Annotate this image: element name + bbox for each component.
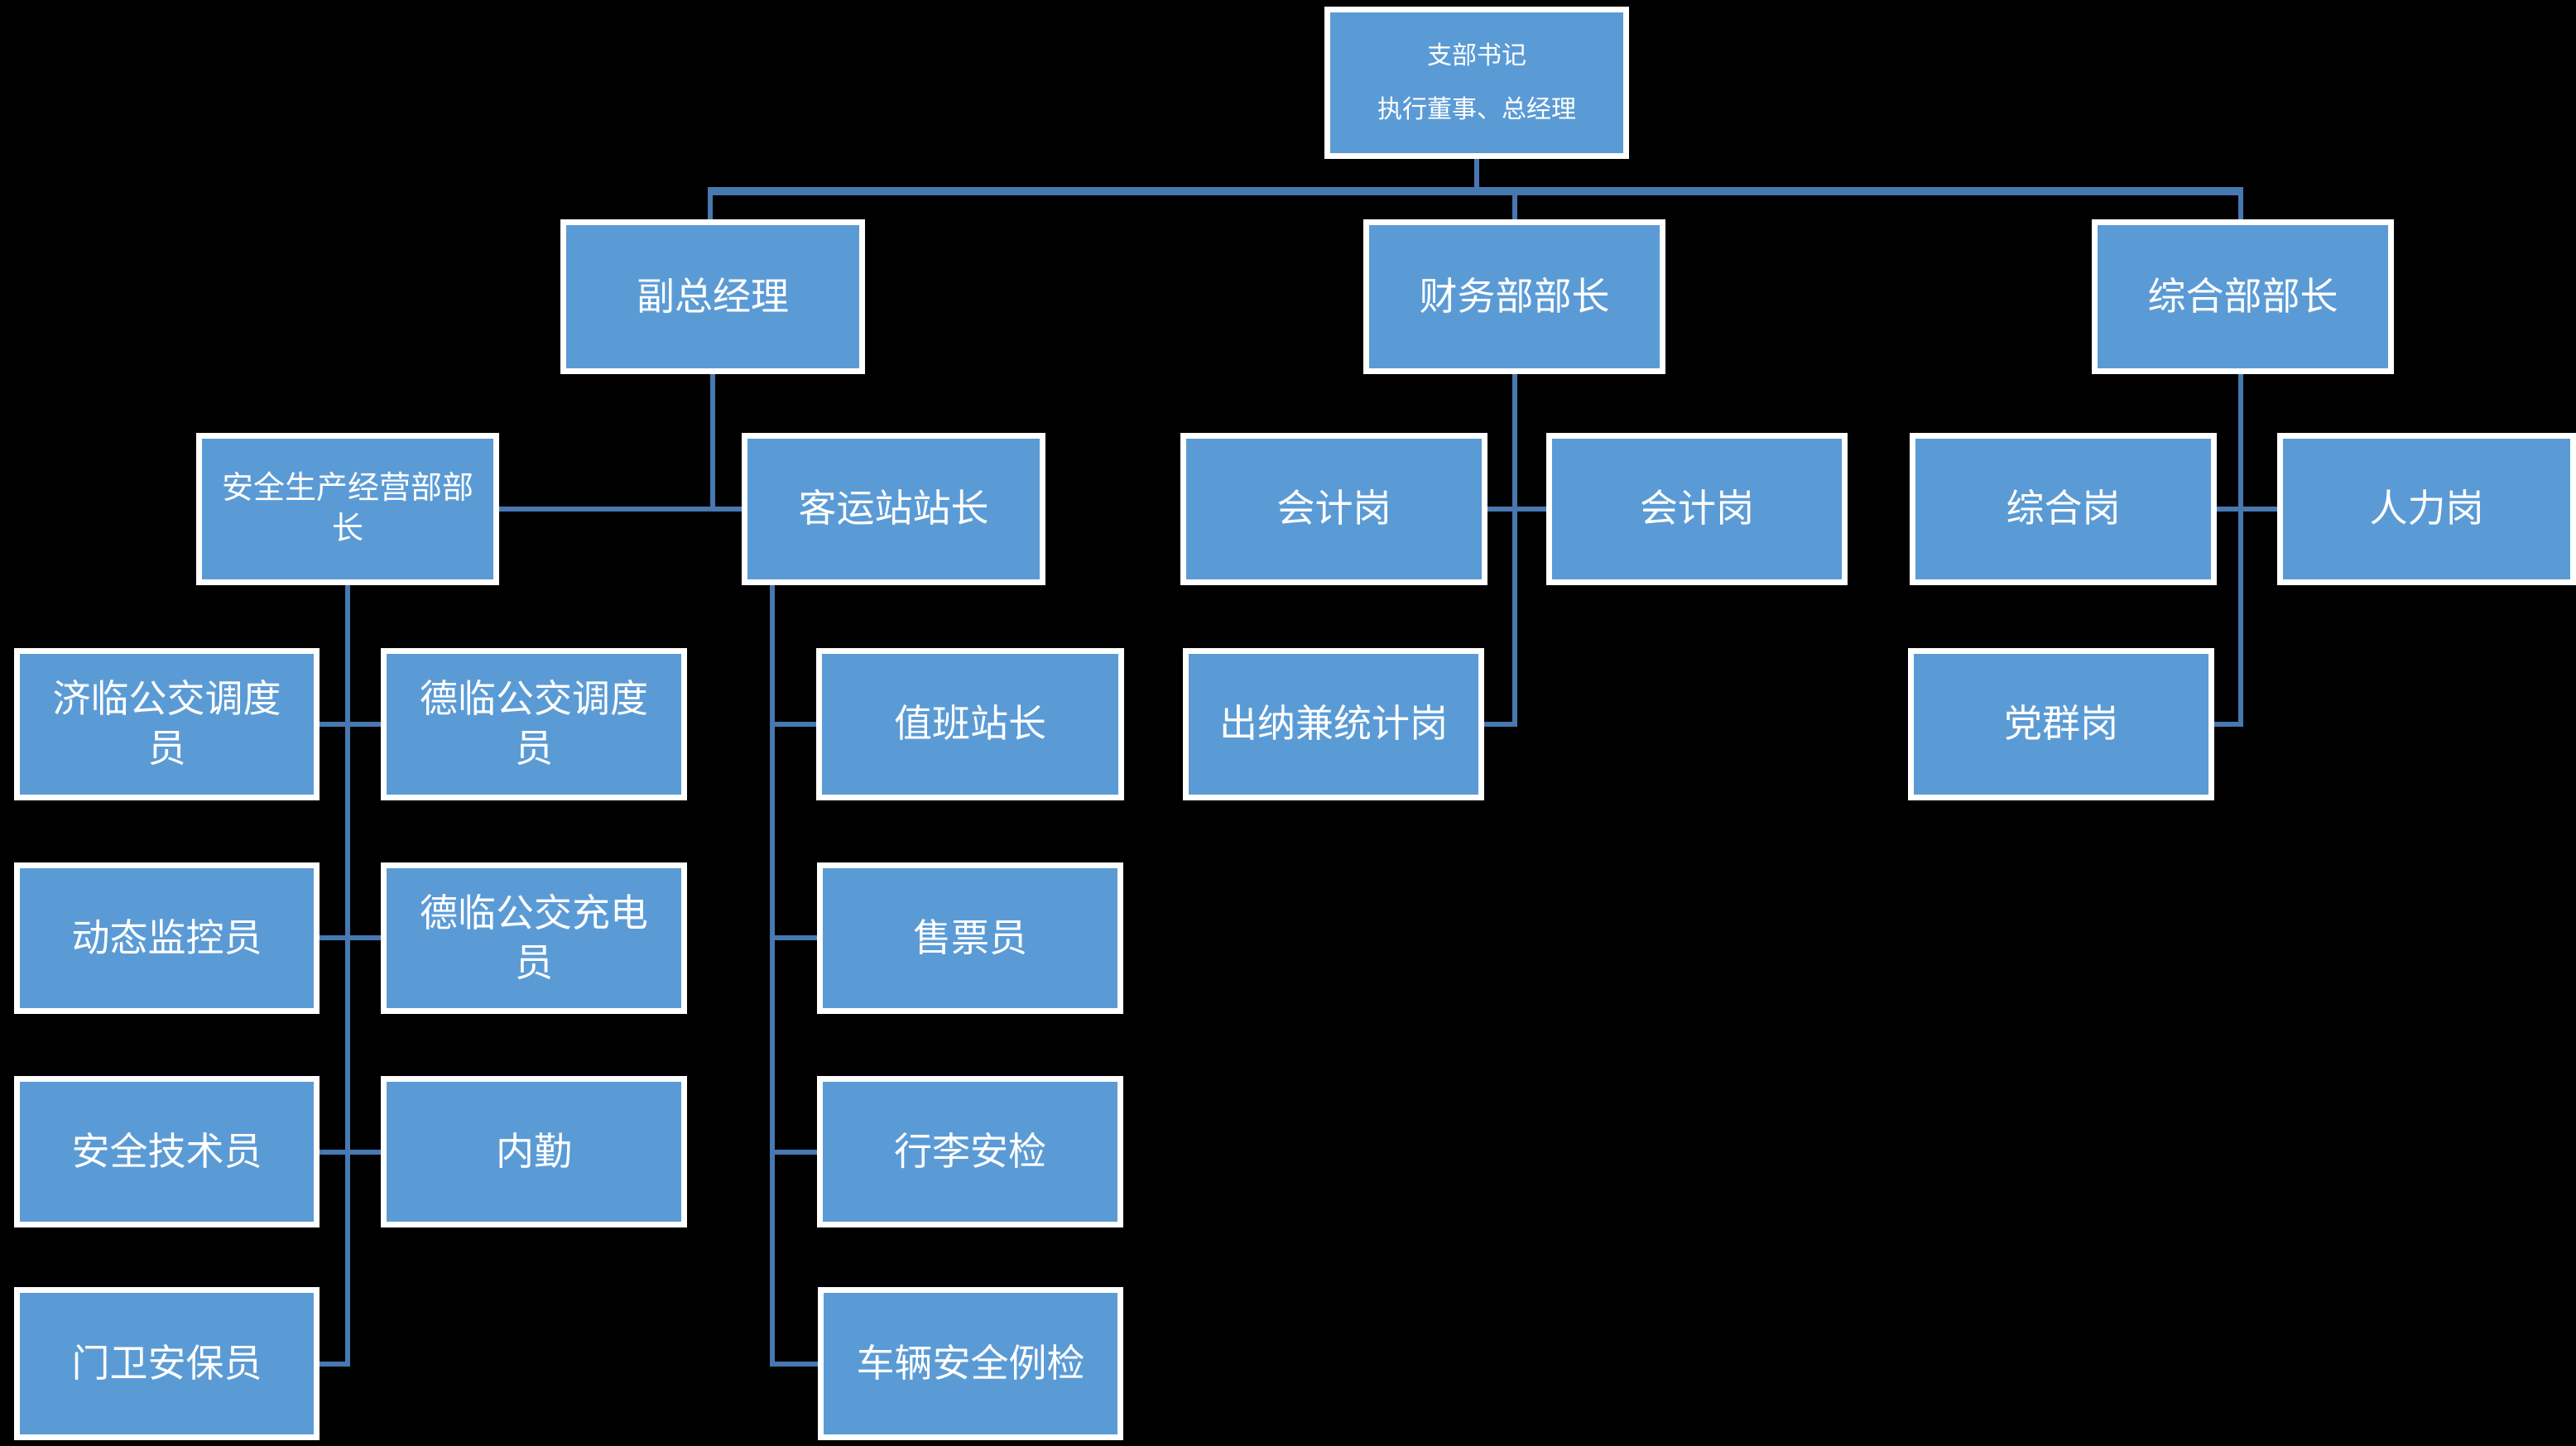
connector-safety-station xyxy=(499,507,742,512)
org-node-label: 售票员 xyxy=(913,915,1027,959)
org-node-delin-bus-dispatcher[interactable]: 德临公交调度员 xyxy=(381,648,687,800)
org-node-label: 出纳兼统计岗 xyxy=(1219,702,1448,746)
org-node-gate-guard[interactable]: 门卫安保员 xyxy=(14,1287,320,1440)
org-node-general-head[interactable]: 综合部部长 xyxy=(2092,219,2394,374)
org-node-label: 综合岗 xyxy=(2006,487,2121,531)
org-node-label: 德临公交调度员 xyxy=(420,677,648,770)
connector-station-spine xyxy=(770,585,775,1367)
org-node-label: 支部书记 xyxy=(1427,42,1526,70)
connector-deputy-down xyxy=(710,374,715,512)
connector-safety-row2 xyxy=(320,935,381,940)
org-node-baggage-security[interactable]: 行李安检 xyxy=(817,1076,1123,1227)
org-node-label: 客运站站长 xyxy=(798,487,989,531)
connector-party-elbow xyxy=(2214,722,2243,727)
org-node-label: 安全生产经营部部长 xyxy=(221,470,473,546)
org-node-office-staff[interactable]: 内勤 xyxy=(381,1076,687,1227)
org-node-label: 党群岗 xyxy=(2004,702,2118,746)
org-node-label: 人力岗 xyxy=(2369,487,2484,531)
connector-general-spine xyxy=(2238,374,2243,727)
connector-cashier-elbow xyxy=(1484,722,1517,727)
org-node-safety-dept-head[interactable]: 安全生产经营部部长 xyxy=(196,433,499,585)
org-node-label: 行李安检 xyxy=(894,1129,1046,1173)
org-node-finance-head[interactable]: 财务部部长 xyxy=(1363,219,1665,374)
org-node-general-post[interactable]: 综合岗 xyxy=(1910,433,2217,585)
org-node-delin-bus-charger[interactable]: 德临公交充电员 xyxy=(381,862,687,1014)
org-node-label: 财务部部长 xyxy=(1419,274,1610,318)
connector-drop-deputy xyxy=(708,190,713,219)
connector-top-bar xyxy=(708,187,2243,195)
org-node-label: 综合部部长 xyxy=(2147,274,2338,318)
connector-safety-row1 xyxy=(320,722,381,727)
connector-safety-row4 xyxy=(320,1362,350,1367)
org-node-label: 值班站长 xyxy=(894,702,1046,746)
connector-safety-row3 xyxy=(320,1150,381,1155)
connector-station-row3 xyxy=(770,1150,819,1155)
org-node-cashier-statistics[interactable]: 出纳兼统计岗 xyxy=(1183,648,1484,800)
org-node-label: 会计岗 xyxy=(1276,487,1391,531)
org-node-party-group-post[interactable]: 党群岗 xyxy=(1908,648,2214,800)
org-node-duty-station-master[interactable]: 值班站长 xyxy=(816,648,1124,800)
org-node-accounting-1[interactable]: 会计岗 xyxy=(1180,433,1487,585)
org-node-label: 济临公交调度员 xyxy=(52,677,281,770)
connector-accounting-pair xyxy=(1487,507,1546,512)
org-node-label: 执行董事、总经理 xyxy=(1377,96,1576,123)
connector-root-drop xyxy=(1474,157,1479,194)
org-node-vehicle-safety-inspection[interactable]: 车辆安全例检 xyxy=(818,1287,1123,1440)
org-node-label: 副总经理 xyxy=(637,274,789,318)
org-node-station-master[interactable]: 客运站站长 xyxy=(742,433,1045,585)
connector-safety-spine xyxy=(345,585,350,1367)
connector-drop-finance xyxy=(1512,190,1517,219)
connector-station-row4 xyxy=(770,1362,819,1367)
connector-station-row1 xyxy=(770,722,818,727)
org-node-deputy-gm[interactable]: 副总经理 xyxy=(560,219,865,374)
connector-drop-general xyxy=(2238,190,2243,219)
org-node-jilin-bus-dispatcher[interactable]: 济临公交调度员 xyxy=(14,648,320,800)
org-node-label: 德临公交充电员 xyxy=(420,891,648,984)
org-node-accounting-2[interactable]: 会计岗 xyxy=(1546,433,1848,585)
connector-finance-spine xyxy=(1512,374,1517,727)
org-node-branch-secretary[interactable]: 支部书记 执行董事、总经理 xyxy=(1324,7,1629,159)
org-node-safety-technician[interactable]: 安全技术员 xyxy=(14,1076,320,1227)
org-node-label: 动态监控员 xyxy=(71,915,262,959)
connector-station-row2 xyxy=(770,935,819,940)
org-node-label: 门卫安保员 xyxy=(71,1341,262,1385)
org-node-label: 安全技术员 xyxy=(71,1129,262,1173)
org-node-label: 会计岗 xyxy=(1640,487,1754,531)
org-node-label: 车辆安全例检 xyxy=(856,1341,1085,1385)
org-node-hr-post[interactable]: 人力岗 xyxy=(2277,433,2576,585)
connector-general-hr-pair xyxy=(2217,507,2277,512)
org-node-ticket-seller[interactable]: 售票员 xyxy=(817,862,1123,1014)
org-node-label: 内勤 xyxy=(496,1129,572,1173)
org-node-dynamic-monitor[interactable]: 动态监控员 xyxy=(14,862,320,1014)
